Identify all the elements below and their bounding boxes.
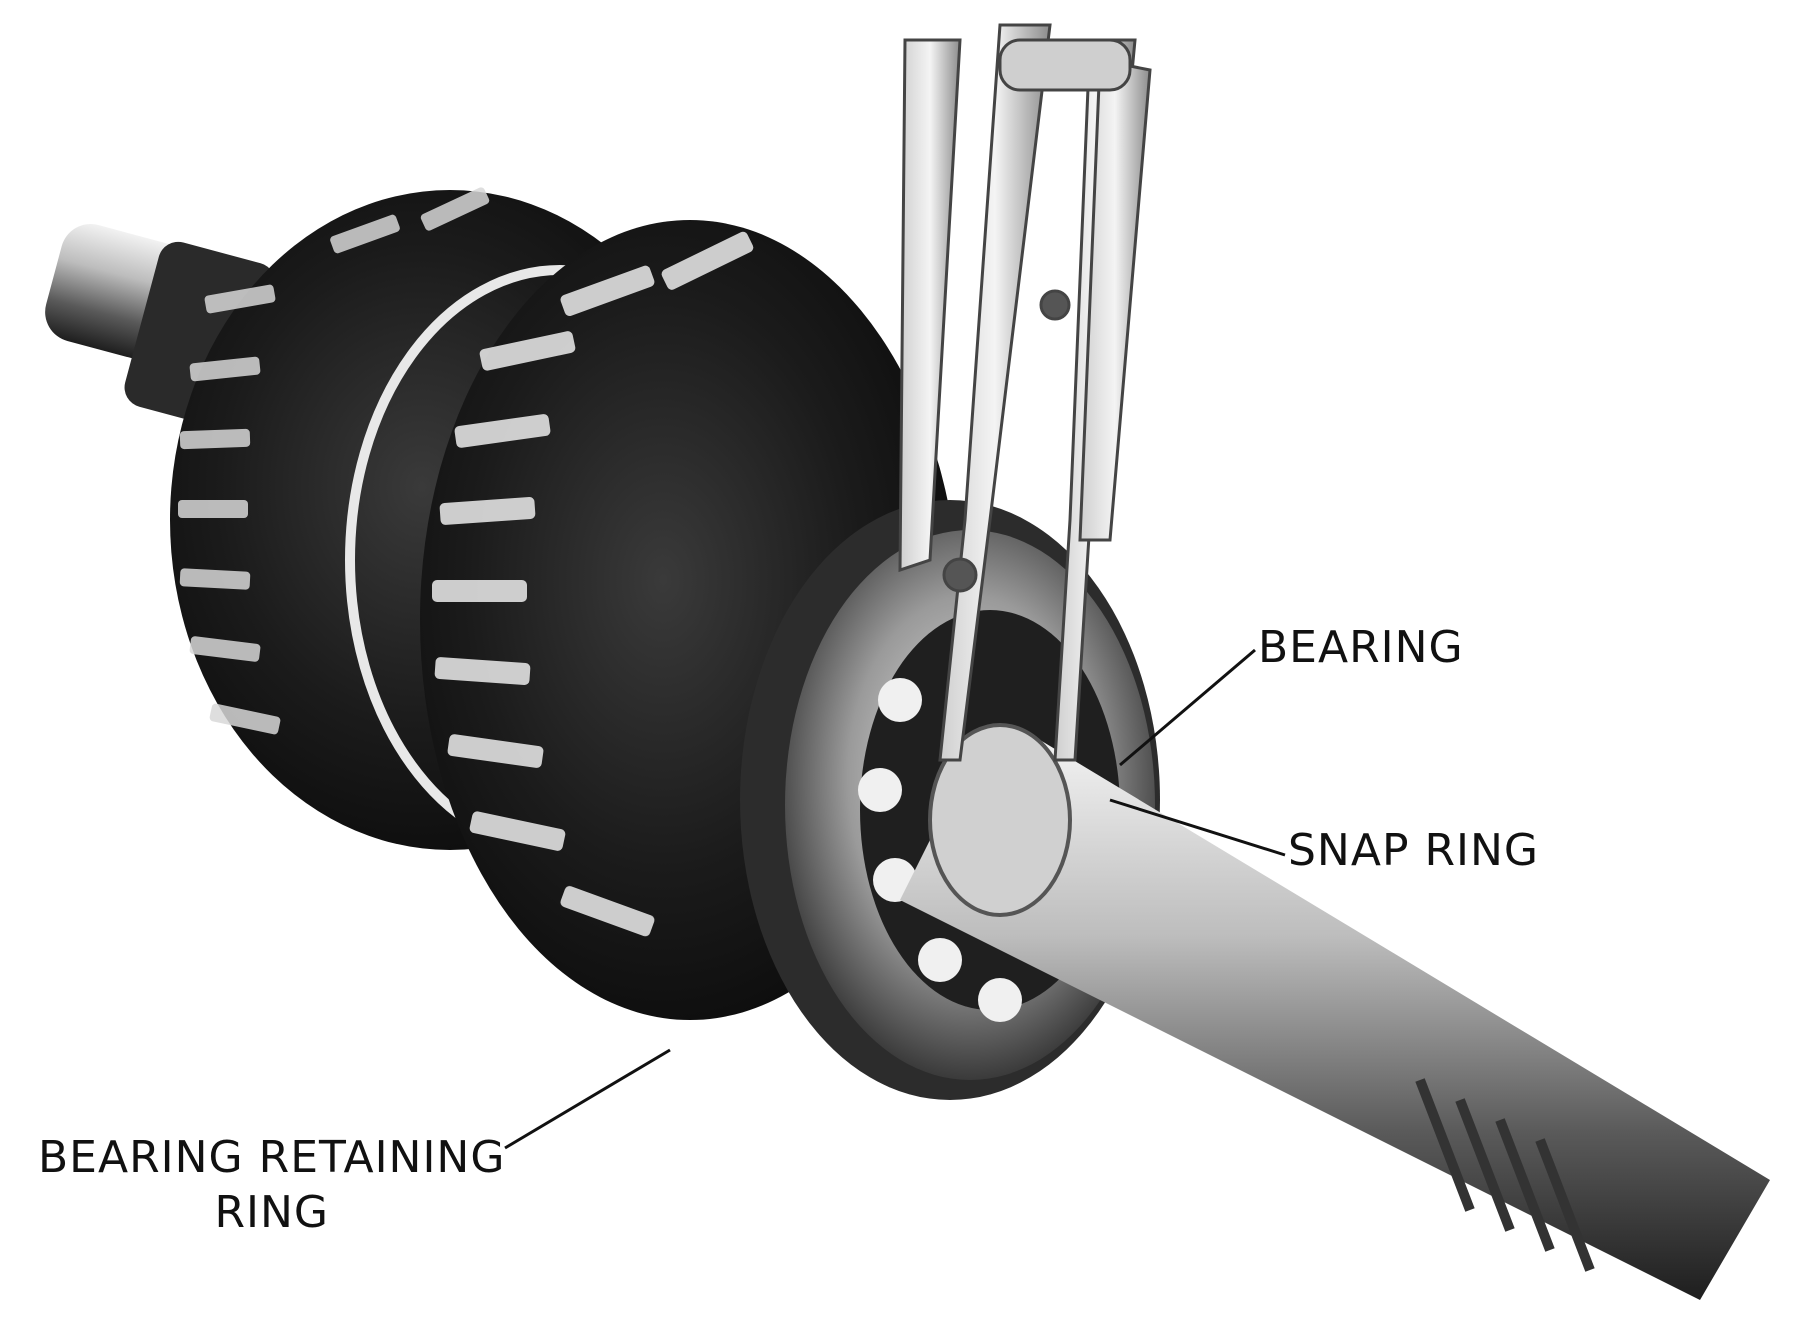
- bearing-label: BEARING: [1258, 622, 1464, 673]
- snap-ring-label: SNAP RING: [1288, 825, 1540, 876]
- bearing-leader-line: [1119, 648, 1256, 767]
- bearing-retaining-ring-label: BEARING RETAINING RING: [38, 1130, 505, 1240]
- retaining-ring-leader-line: [504, 1048, 671, 1150]
- bearing-retaining-ring-label-line2: RING: [214, 1187, 329, 1238]
- main-shaft: [900, 723, 1770, 1300]
- callout-lines: [504, 648, 1286, 1150]
- bearing-retaining-ring-label-line1: BEARING RETAINING: [38, 1132, 506, 1183]
- snap-ring-pliers: [898, 23, 1152, 762]
- snap-ring-leader-line: [1109, 798, 1286, 857]
